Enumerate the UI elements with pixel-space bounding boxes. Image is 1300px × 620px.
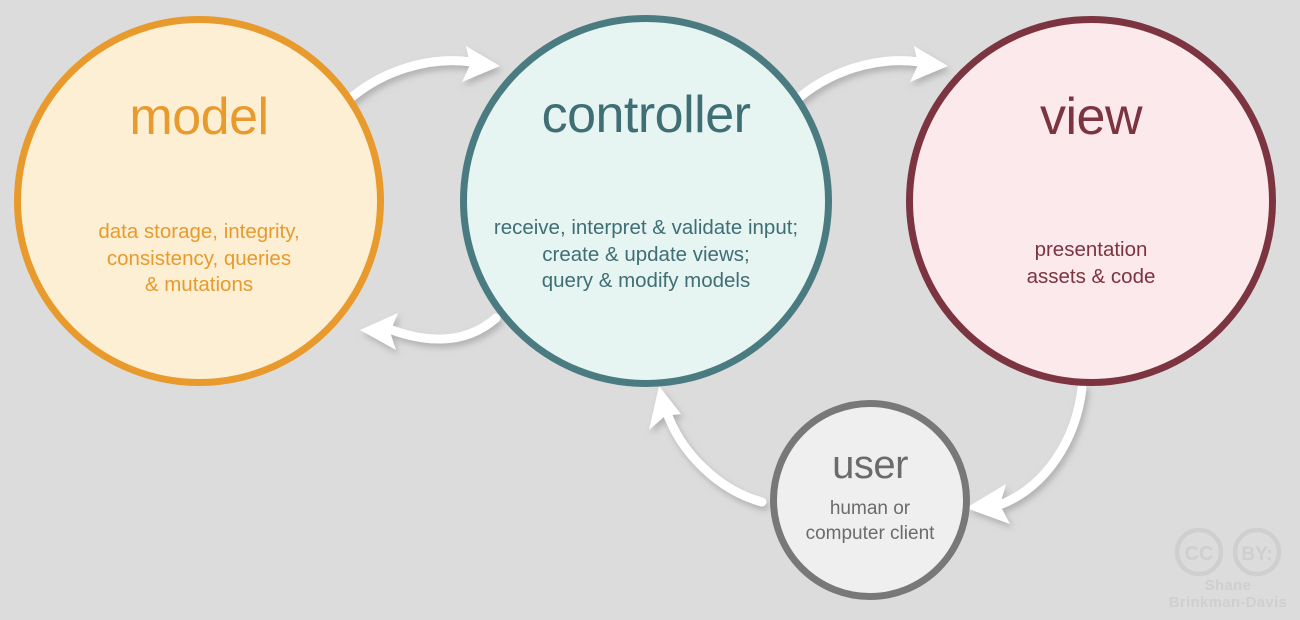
node-user[interactable]: user human or computer client xyxy=(770,400,970,600)
node-model[interactable]: model data storage, integrity, consisten… xyxy=(14,16,384,386)
arrow-user-to-controller xyxy=(649,386,767,507)
svg-text:CC: CC xyxy=(1185,543,1214,565)
creative-commons-badge: CC BY: Shane Brinkman-Davis xyxy=(1164,526,1292,612)
arrow-model-to-controller xyxy=(339,46,500,109)
cc-marks: CC BY: xyxy=(1164,526,1292,578)
arrow-view-to-user xyxy=(966,383,1087,524)
node-view-description: presentation assets & code xyxy=(1026,238,1156,288)
node-view[interactable]: view presentation assets & code xyxy=(906,16,1276,386)
node-controller-description: receive, interpret & validate input; cre… xyxy=(493,216,799,293)
node-user-description: human or computer client xyxy=(805,498,935,544)
creative-commons-icon: CC xyxy=(1174,527,1224,577)
node-model-description: data storage, integrity, consistency, qu… xyxy=(98,220,300,297)
node-controller-title: controller xyxy=(541,86,751,144)
arrow-controller-to-model xyxy=(360,313,501,350)
node-controller[interactable]: controller receive, interpret & validate… xyxy=(460,15,832,387)
cc-by-icon: BY: xyxy=(1232,527,1282,577)
node-user-title: user xyxy=(832,443,908,487)
node-view-title: view xyxy=(1039,88,1143,146)
author-name-line-1: Shane xyxy=(1204,577,1252,594)
svg-text:BY:: BY: xyxy=(1241,544,1272,565)
arrow-controller-to-view xyxy=(787,46,948,109)
node-model-title: model xyxy=(129,88,269,146)
author-name-line-2: Brinkman-Davis xyxy=(1168,593,1288,611)
